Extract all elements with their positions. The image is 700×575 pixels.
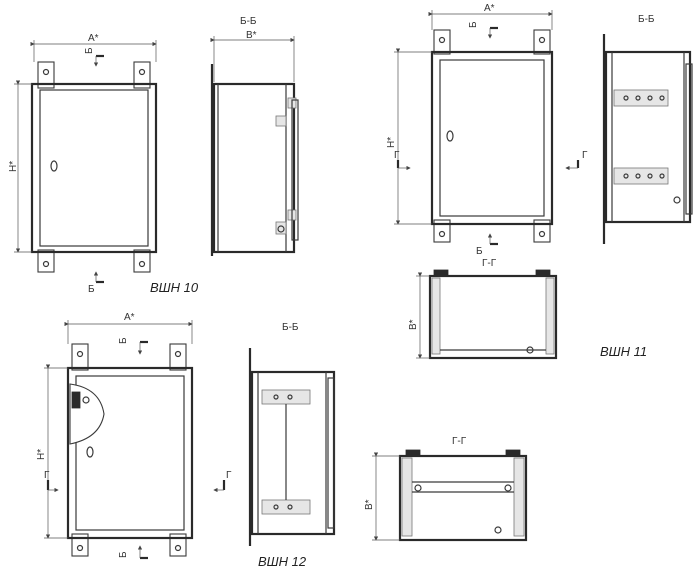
- vsh11-dim-width: A*: [484, 3, 495, 14]
- vsh11-section-mark-b-top: Б: [468, 21, 479, 28]
- vsh12-section-mark-b-top: Б: [118, 337, 129, 344]
- vsh12-body: [66, 366, 194, 540]
- vsh12-dim-depth: B*: [364, 499, 375, 510]
- vsh11-door: [439, 59, 545, 217]
- vsh10-lock: [50, 160, 58, 172]
- vsh12-section-mark-b-bottom: Б: [118, 551, 129, 558]
- vsh12-section-g-title: Г-Г: [452, 436, 467, 447]
- vsh11-section-g-title: Г-Г: [482, 258, 497, 269]
- vsh12-section-mark-g-right: Г: [226, 470, 232, 481]
- vsh11-dim-height: H*: [386, 137, 397, 148]
- vsh10-dim-width: A*: [88, 33, 99, 44]
- vsh10-section-title: Б-Б: [240, 16, 257, 27]
- vsh10-section-mark-top: Б: [84, 47, 95, 54]
- vsh10-dim-depth: B*: [246, 30, 257, 41]
- vsh10-section-view: B* Б-Б: [210, 16, 299, 256]
- vsh10-title: ВШН 10: [150, 280, 199, 295]
- vsh12-section-b-title: Б-Б: [282, 322, 299, 333]
- vsh12-door: [75, 375, 185, 531]
- vsh12-section-g-view: B* Г-Г: [364, 436, 528, 542]
- vsh12-lock: [86, 446, 94, 458]
- vsh10-section-mark-bottom: Б: [88, 284, 95, 295]
- vsh12-front-view: A* H* Б Б Г Г: [36, 312, 232, 560]
- vsh11-body: [430, 50, 554, 226]
- vsh10-dim-height: H*: [8, 161, 19, 172]
- vsh12-dim-width: A*: [124, 312, 135, 323]
- vsh11-section-mark-b-bottom: Б: [476, 246, 483, 257]
- vsh12-section-b-view: Б-Б: [248, 322, 336, 546]
- vsh10-door: [39, 89, 149, 247]
- vsh11-section-b-title: Б-Б: [638, 14, 655, 25]
- vsh12-dim-height: H*: [36, 449, 47, 460]
- vsh10-front-view: A* H* Б Б: [8, 33, 158, 295]
- vsh10-body: [30, 82, 158, 254]
- vsh12-title: ВШН 12: [258, 554, 307, 569]
- vsh11-front-view: A* H* Б Б Г Г: [386, 3, 588, 257]
- vsh11-section-mark-g-left: Г: [394, 150, 400, 161]
- vsh11-section-b-view: Б-Б: [602, 14, 693, 244]
- vsh11-lock: [446, 130, 454, 142]
- vsh11-section-g-view: B* Г-Г: [408, 258, 558, 360]
- vsh11-title: ВШН 11: [600, 344, 647, 359]
- vsh11-dim-depth: B*: [408, 319, 419, 330]
- vsh11-section-mark-g-right: Г: [582, 150, 588, 161]
- vsh12-section-mark-g-left: Г: [44, 470, 50, 481]
